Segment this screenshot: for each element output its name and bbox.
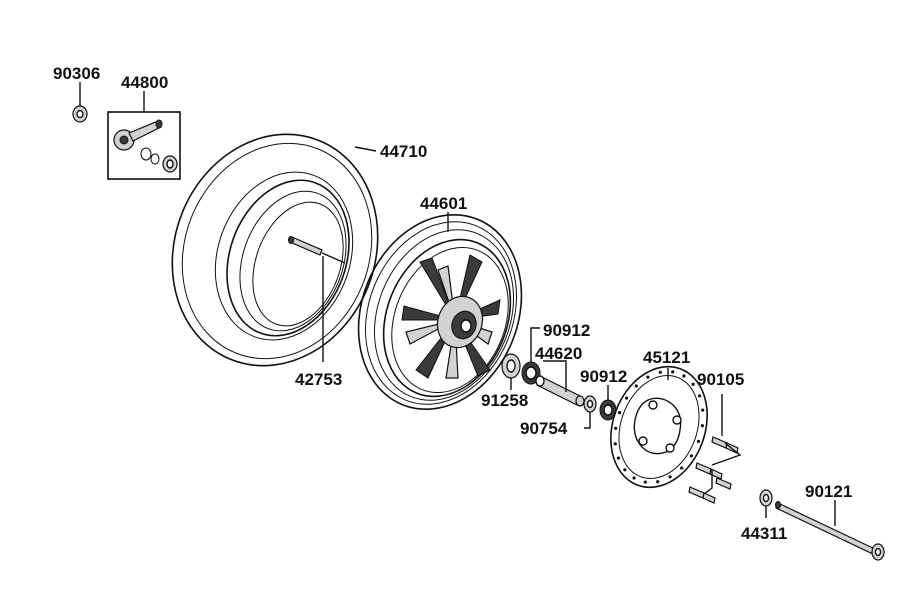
disc-hole: [632, 476, 636, 480]
part-42753-valve-stem: [288, 236, 346, 362]
disc-hole: [656, 480, 660, 484]
label-90105: 90105: [697, 370, 744, 389]
disc-hole: [623, 468, 627, 472]
label-44311: 44311: [741, 524, 787, 543]
disc-hole: [646, 375, 650, 379]
disc-hole: [689, 454, 694, 458]
disc-hole: [658, 370, 662, 374]
disc-hole: [625, 396, 629, 400]
disc-hole: [634, 384, 638, 388]
label-44800: 44800: [121, 73, 168, 92]
label-44620: 44620: [535, 344, 582, 363]
part-44800-valve-kit: [107, 91, 181, 180]
disc-hole: [698, 394, 702, 398]
part-90306-nut: [72, 82, 88, 123]
label-91258: 91258: [481, 391, 528, 410]
part-90105-bolts: [688, 394, 742, 504]
part-90754-collar: [583, 395, 597, 429]
part-90912-bearing-outer: [599, 385, 617, 421]
part-44620-spacer-tube: [535, 360, 585, 407]
disc-hole: [701, 408, 705, 412]
disc-hole: [617, 411, 622, 415]
part-91258-oil-seal: [501, 353, 521, 390]
part-90121-axle: [775, 500, 885, 561]
part-44311-washer: [759, 489, 773, 518]
disc-hole: [616, 456, 621, 460]
label-90121: 90121: [805, 482, 852, 501]
label-90754: 90754: [520, 419, 568, 438]
label-90912-a: 90912: [543, 321, 590, 340]
disc-hole: [613, 442, 617, 446]
label-44601: 44601: [420, 194, 467, 213]
label-44710: 44710: [380, 142, 427, 161]
part-45121-brake-disc: [610, 365, 708, 489]
label-90306: 90306: [53, 64, 100, 83]
part-90912-bearing-inner: [521, 327, 541, 385]
disc-hole: [643, 480, 647, 484]
part-44601-rim: [357, 212, 523, 411]
disc-hole: [668, 475, 672, 479]
disc-hole: [691, 382, 695, 386]
part-44710-tyre: [171, 133, 379, 367]
disc-hole: [682, 374, 686, 378]
disc-hole: [671, 370, 675, 374]
disc-hole: [700, 424, 705, 428]
label-42753: 42753: [295, 370, 342, 389]
disc-hole: [614, 426, 618, 430]
label-90912-b: 90912: [580, 367, 627, 386]
label-45121: 45121: [643, 348, 690, 367]
disc-hole: [680, 466, 684, 470]
disc-hole: [696, 439, 701, 443]
